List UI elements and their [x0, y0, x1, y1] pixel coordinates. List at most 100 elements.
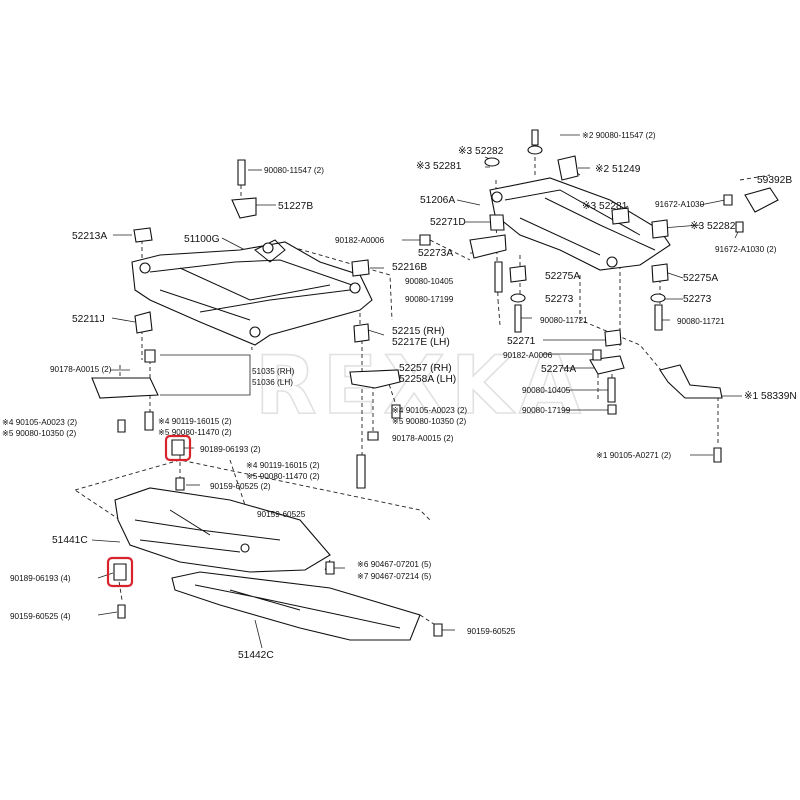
part-label-p10: ※5 90080-10350 (2) — [2, 429, 77, 438]
part-number-p7: 51035 (RH) — [252, 367, 295, 376]
part-marker-p32: ※5 — [392, 417, 404, 426]
part-label-p34: ※3 52282 — [458, 146, 504, 157]
part-number-p38: 52273A — [418, 248, 453, 259]
part-label-p6: 90178-A0015 (2) — [50, 365, 112, 374]
part-number-p2: 51227B — [278, 201, 313, 212]
part-marker-p60: ※1 — [596, 451, 608, 460]
part-number-p47: 90080-10405 — [522, 386, 571, 395]
part-number-p30: 52258A (LH) — [399, 374, 456, 385]
mount-52216b — [351, 259, 370, 277]
part-label-p43: 90080-11721 — [540, 316, 588, 325]
part-number-p59: 58339N — [758, 391, 797, 402]
mount-52281 — [527, 145, 543, 155]
part-marker-p21: ※6 — [357, 560, 369, 569]
part-number-p42: 52273 — [545, 294, 574, 305]
part-marker-p10: ※5 — [2, 429, 14, 438]
part-label-p55: 91672-A1030 (2) — [715, 245, 777, 254]
part-label-p28: 52217E (LH) — [392, 337, 450, 348]
part-number-p43: 90080-11721 — [540, 316, 588, 325]
bracket-52257 — [349, 369, 401, 389]
part-marker-p34: ※3 — [458, 146, 473, 157]
part-number-p26: 52216B — [392, 262, 427, 273]
part-number-p41: 52275A — [545, 271, 580, 282]
part-label-p57: 52273 — [683, 294, 712, 305]
part-label-p32: ※5 90080-10350 (2) — [392, 417, 467, 426]
part-number-p20: 90159-60525 (4) — [10, 612, 71, 621]
part-number-p56: 52275A — [683, 273, 718, 284]
part-label-p8: 51036 (LH) — [252, 378, 293, 387]
part-number-p50: 51249 — [609, 164, 640, 175]
part-number-p28: 52217E (LH) — [392, 337, 450, 348]
part-label-p24: 51442C — [238, 650, 274, 661]
part-number-p60: 90105-A0271 (2) — [607, 451, 671, 460]
part-number-p32: 90080-10350 (2) — [403, 417, 466, 426]
part-marker-p50: ※2 — [595, 164, 610, 175]
part-number-p6: 90178-A0015 (2) — [50, 365, 112, 374]
part-label-p44: 52271 — [507, 336, 536, 347]
part-number-p22: 90467-07214 (5) — [368, 572, 431, 581]
part-label-p52: 59392B — [757, 175, 792, 186]
mount-52211j — [134, 311, 153, 334]
part-number-p17: 90159-60525 — [257, 510, 306, 519]
part-number-p53: 91672-A1030 — [655, 200, 705, 209]
part-marker-p51: ※3 — [582, 201, 597, 212]
part-number-p19: 90189-06193 (4) — [10, 574, 71, 583]
mount-52275a — [509, 265, 527, 283]
part-number-p52: 59392B — [757, 175, 792, 186]
part-label-p4: 51100G — [184, 234, 220, 245]
bracket-51249 — [557, 155, 579, 181]
part-label-p48: 90080-17199 — [522, 406, 571, 415]
part-label-p60: ※1 90105-A0271 (2) — [596, 451, 671, 460]
part-number-p35: 52281 — [430, 161, 461, 172]
part-number-p49: 90080-11547 (2) — [593, 131, 655, 140]
part-label-p31: ※4 90105-A0023 (2) — [392, 406, 467, 415]
mount-52213a — [133, 227, 153, 243]
part-label-p26: 52216B — [392, 262, 427, 273]
rear-crossmember — [489, 177, 671, 271]
part-label-p25: 90182-A0006 — [335, 236, 385, 245]
part-marker-p54: ※3 — [690, 221, 705, 232]
part-label-p58: 90080-11721 — [677, 317, 725, 326]
highlight-clip-top — [164, 434, 192, 462]
part-label-p47: 90080-10405 — [522, 386, 571, 395]
part-label-p22: ※7 90467-07214 (5) — [357, 572, 432, 581]
part-number-p57: 52273 — [683, 294, 712, 305]
part-shapes — [91, 129, 779, 641]
part-marker-p11: ※4 — [158, 417, 170, 426]
part-label-p33: 90178-A0015 (2) — [392, 434, 454, 443]
highlight-clip-bottom — [106, 556, 134, 588]
part-number-p54: 52282 — [704, 221, 735, 232]
part-label-p49: ※2 90080-11547 (2) — [582, 131, 656, 140]
part-number-p4: 51100G — [184, 234, 220, 245]
part-number-p10: 90080-10350 (2) — [13, 429, 76, 438]
part-label-p23: 90159-60525 — [467, 627, 516, 636]
part-label-p13: 90189-06193 (2) — [200, 445, 261, 454]
part-marker-p15: ※5 — [246, 472, 258, 481]
part-number-p23: 90159-60525 — [467, 627, 516, 636]
part-label-p54: ※3 52282 — [690, 221, 736, 232]
part-label-p37: 52271D — [430, 217, 466, 228]
part-number-p51: 52281 — [596, 201, 627, 212]
part-number-p21: 90467-07201 (5) — [368, 560, 431, 569]
part-label-p50: ※2 51249 — [595, 164, 641, 175]
plate-52273a — [469, 234, 507, 259]
part-number-p33: 90178-A0015 (2) — [392, 434, 454, 443]
part-number-p44: 52271 — [507, 336, 536, 347]
part-number-p45: 90182-A0006 — [503, 351, 553, 360]
part-label-p17: 90159-60525 — [257, 510, 306, 519]
part-label-p27: 52215 (RH) — [392, 326, 445, 337]
part-label-p15: ※5 90080-11470 (2) — [246, 472, 320, 481]
part-label-p53: 91672-A1030 — [655, 200, 705, 209]
part-label-p40: 90080-17199 — [405, 295, 454, 304]
part-number-p55: 91672-A1030 (2) — [715, 245, 777, 254]
part-number-p37: 52271D — [430, 217, 466, 228]
part-label-p19: 90189-06193 (4) — [10, 574, 71, 583]
part-marker-p12: ※5 — [158, 428, 170, 437]
part-number-p14: 90119-16015 (2) — [257, 461, 319, 470]
part-number-p5: 52211J — [72, 314, 105, 325]
part-label-p38: 52273A — [418, 248, 453, 259]
part-number-p12: 90080-11470 (2) — [169, 428, 231, 437]
part-number-p46: 52274A — [541, 364, 576, 375]
brace-51035 — [91, 377, 159, 399]
